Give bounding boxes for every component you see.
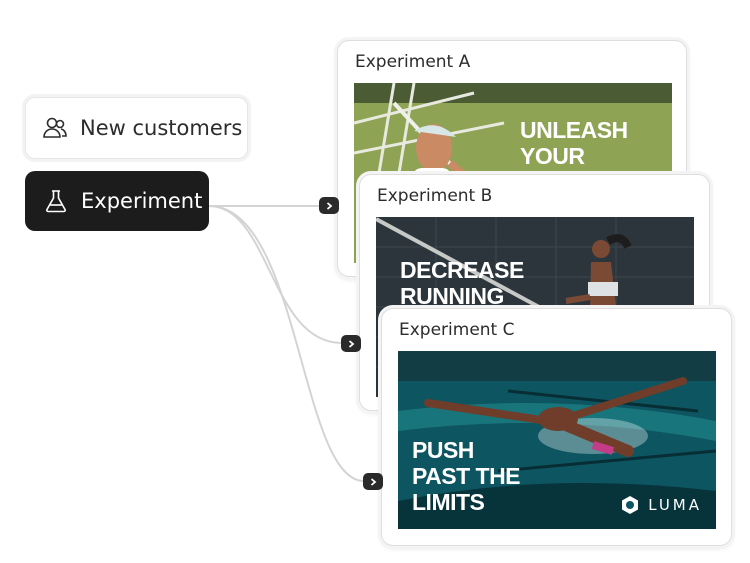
new-customers-node[interactable]: New customers <box>25 97 248 159</box>
experiment-node[interactable]: Experiment <box>25 171 209 231</box>
new-customers-label: New customers <box>80 116 243 140</box>
experiment-c-title: Experiment C <box>399 320 515 340</box>
experiment-c-headline: PUSH PAST THE LIMITS <box>412 437 521 515</box>
users-icon <box>42 115 68 141</box>
connector-b <box>208 205 343 344</box>
flask-icon <box>43 188 69 214</box>
experiment-c-image: PUSH PAST THE LIMITS LUMA <box>398 351 716 529</box>
experiment-b-title: Experiment B <box>377 186 493 206</box>
connector-a-chevron-icon[interactable] <box>319 197 339 214</box>
experiment-label: Experiment <box>81 189 203 213</box>
experiment-c-card[interactable]: Experiment C PUSH PAST THE LIMITS LUMA <box>381 308 732 546</box>
connector-c <box>208 205 365 482</box>
luma-brand: LUMA <box>620 495 702 515</box>
experiment-b-headline: DECREASE RUNNING <box>400 257 524 309</box>
experiment-a-title: Experiment A <box>355 52 471 72</box>
connector-c-chevron-icon[interactable] <box>363 473 383 490</box>
connector-b-chevron-icon[interactable] <box>341 335 361 352</box>
luma-logo-icon <box>622 496 639 514</box>
luma-brand-text: LUMA <box>648 496 702 514</box>
